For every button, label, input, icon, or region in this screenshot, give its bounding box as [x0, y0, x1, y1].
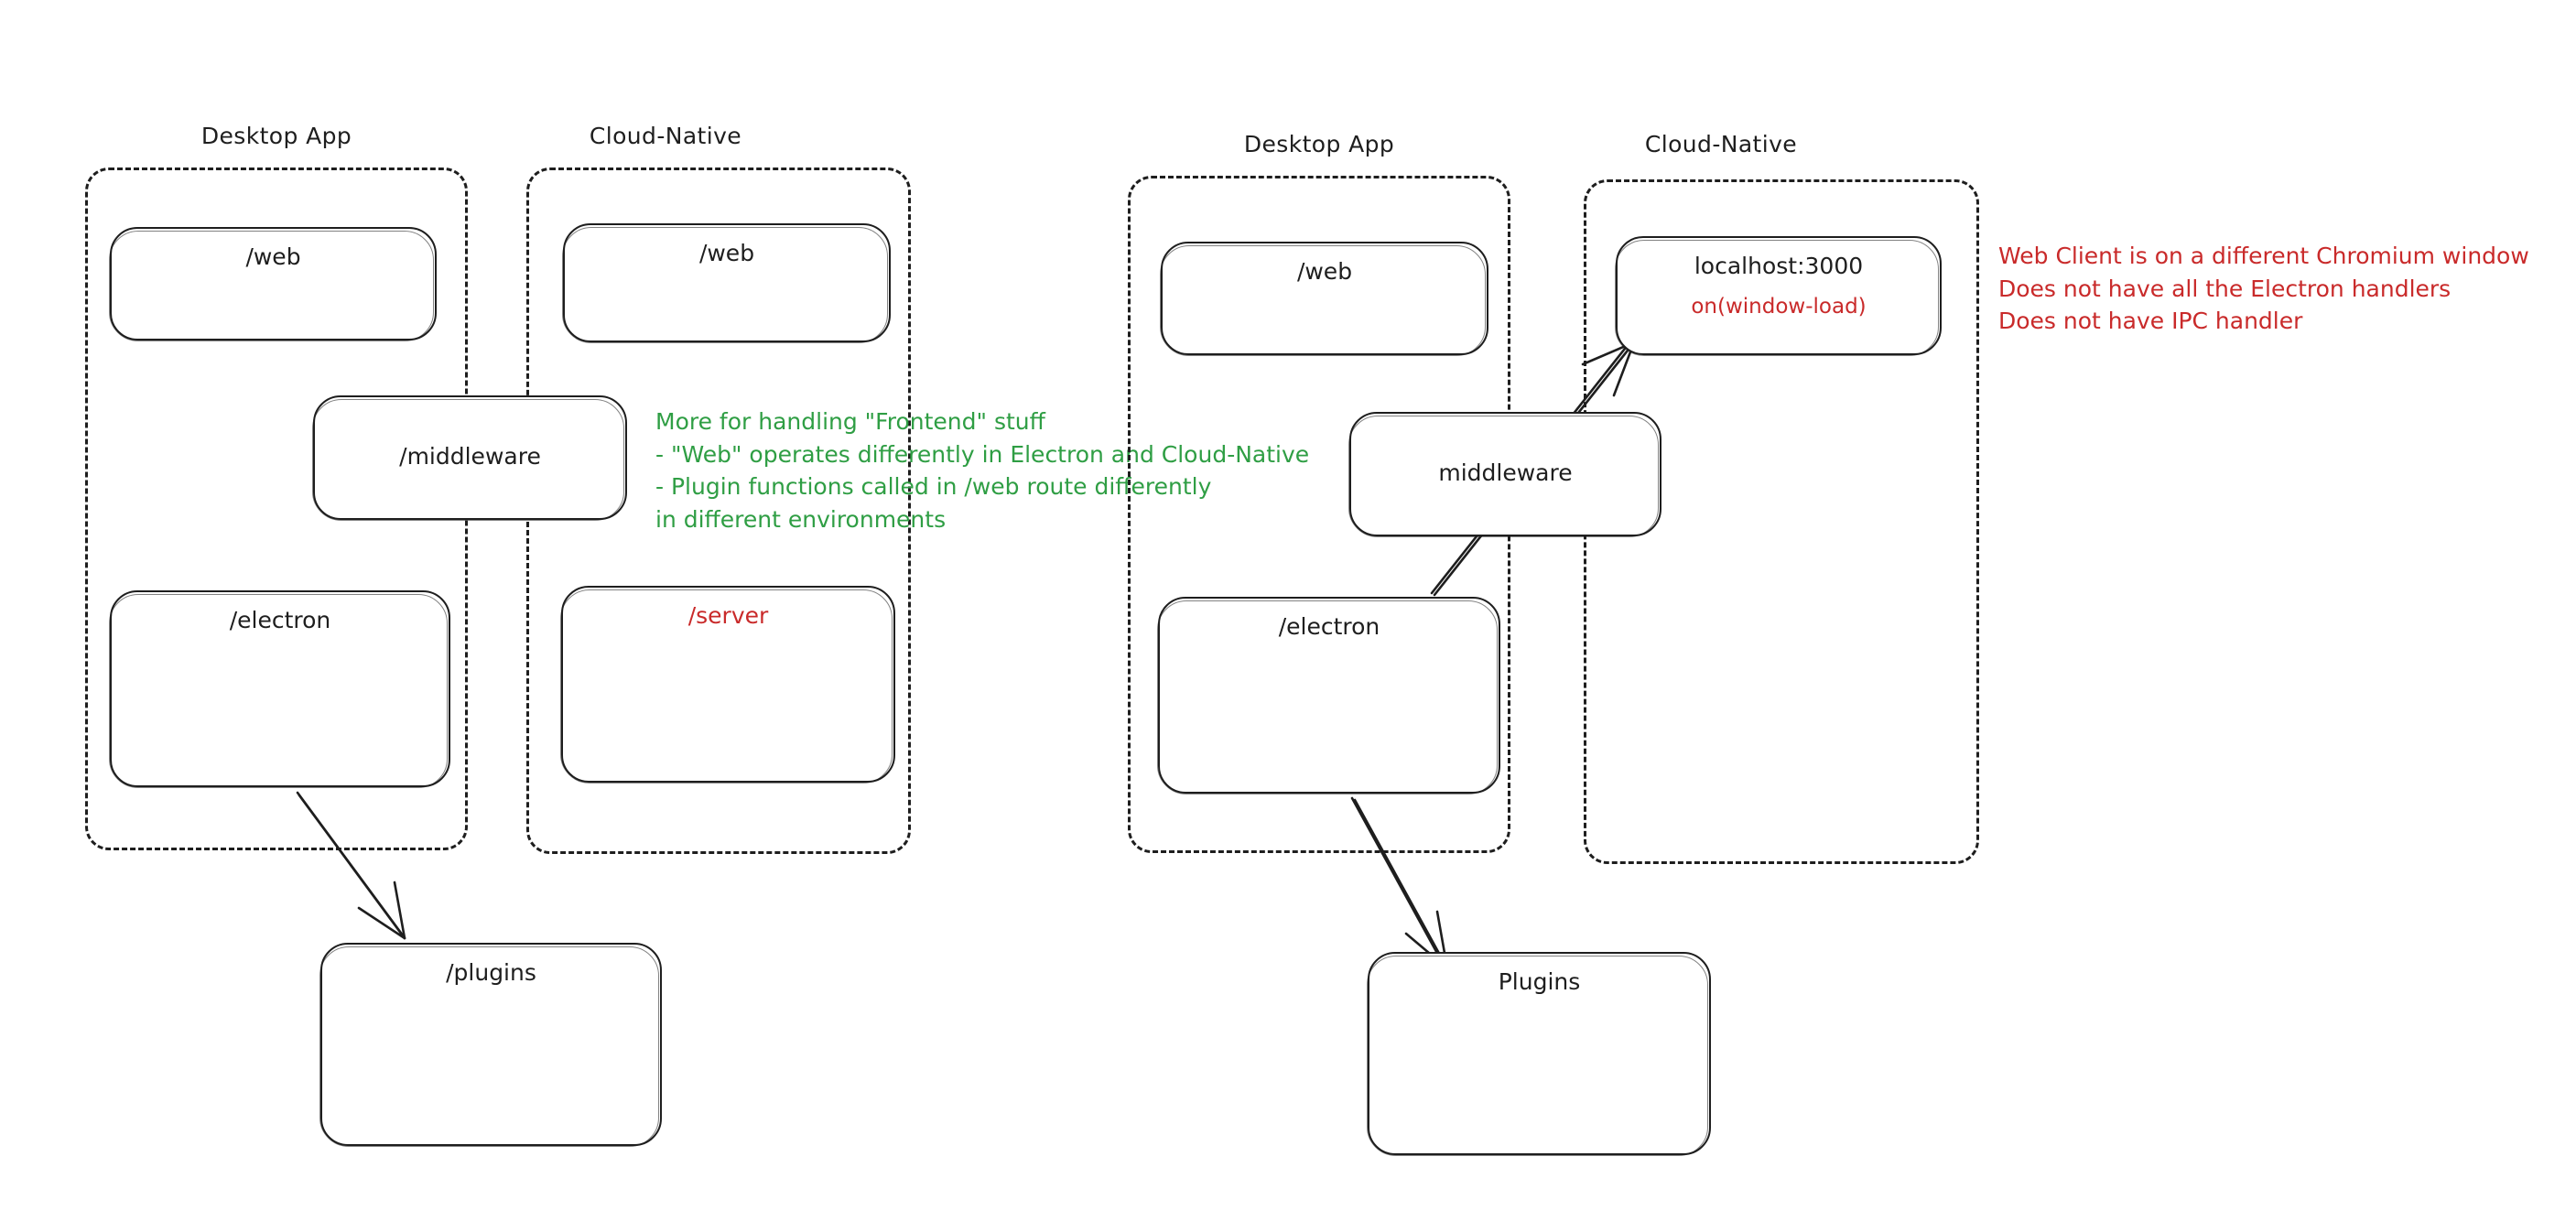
node-left-desktop-web-label: /web [245, 243, 301, 270]
node-right-localhost-label: localhost:3000 [1694, 253, 1864, 279]
node-right-middleware-label: middleware [1438, 459, 1573, 487]
node-left-cloud-web-label: /web [698, 240, 755, 266]
node-left-server-label: /server [687, 602, 769, 629]
node-left-middleware-label: /middleware [399, 443, 541, 470]
node-right-desktop-web[interactable]: /web [1160, 242, 1488, 356]
group-left-desktop-app-label: Desktop App [200, 123, 352, 149]
group-left-cloud-native-label: Cloud-Native [589, 123, 742, 149]
node-right-plugins[interactable]: Plugins [1367, 952, 1711, 1156]
annotation-red-note: Web Client is on a different Chromium wi… [1998, 243, 2529, 334]
node-left-cloud-web[interactable]: /web [562, 223, 891, 343]
group-right-cloud-native-label: Cloud-Native [1644, 131, 1798, 157]
node-left-server[interactable]: /server [560, 586, 895, 784]
node-right-localhost-sublabel: on(window-load) [1691, 295, 1867, 319]
node-left-plugins-label: /plugins [446, 959, 536, 986]
node-right-desktop-web-label: /web [1296, 258, 1353, 285]
group-right-desktop-app-label: Desktop App [1243, 131, 1395, 157]
node-right-middleware[interactable]: middleware [1348, 412, 1661, 537]
node-left-plugins[interactable]: /plugins [319, 943, 662, 1147]
node-left-electron[interactable]: /electron [109, 590, 450, 788]
node-left-desktop-web[interactable]: /web [109, 227, 437, 341]
node-right-localhost[interactable]: localhost:3000 on(window-load) [1615, 236, 1942, 356]
node-left-electron-label: /electron [229, 607, 331, 633]
node-right-electron[interactable]: /electron [1157, 597, 1500, 794]
annotation-green-note: More for handling "Frontend" stuff - "We… [655, 408, 1310, 533]
node-left-middleware[interactable]: /middleware [312, 395, 627, 521]
node-right-plugins-label: Plugins [1498, 968, 1581, 995]
node-right-electron-label: /electron [1278, 613, 1380, 640]
